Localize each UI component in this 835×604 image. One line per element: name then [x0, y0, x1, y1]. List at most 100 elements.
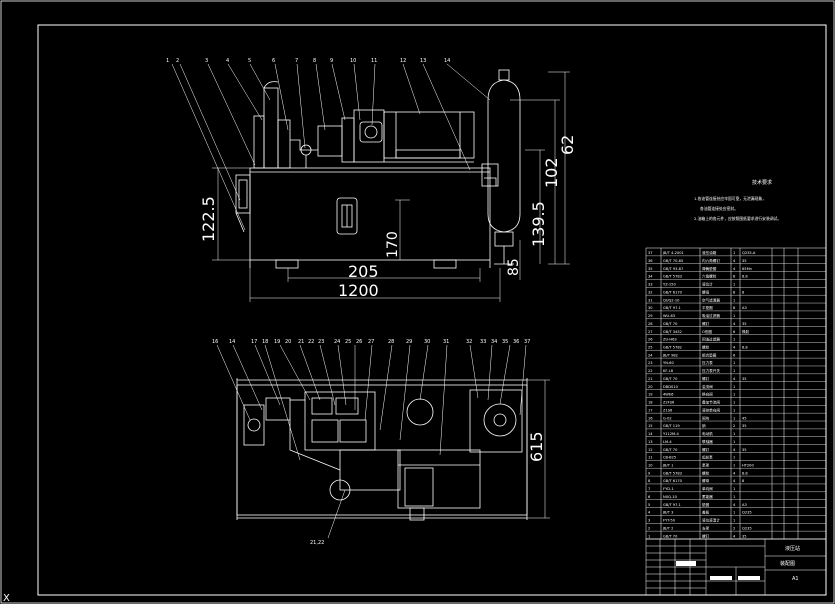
balloon-t21: 21: [298, 339, 304, 345]
parts-cell-name: 溢流阀: [702, 384, 713, 389]
motor: [383, 111, 475, 159]
top-view: [236, 378, 528, 521]
parts-cell-no: 28: [648, 322, 653, 326]
balloon-bottom: 21,22: [310, 540, 324, 546]
balloon-t26: 26: [356, 339, 362, 345]
parts-cell-name: 齿轮泵: [702, 455, 713, 460]
parts-cell-code: YZ-150: [663, 283, 676, 287]
parts-cell-qty: 4: [733, 503, 736, 507]
parts-cell-no: 16: [648, 416, 653, 420]
parts-cell-no: 27: [648, 330, 653, 334]
parts-cell-name: 联轴器: [702, 439, 713, 444]
dim-62: 62: [558, 135, 577, 155]
dim-615: 615: [527, 431, 546, 462]
balloon-t29: 29: [406, 339, 412, 345]
dim-170: 170: [385, 231, 401, 258]
parts-cell-name: 螺栓: [702, 345, 710, 350]
balloon-t16: 16: [212, 339, 218, 345]
parts-cell-name: 螺母: [702, 289, 710, 294]
balloon-t30: 30: [424, 339, 430, 345]
parts-cell-name: 平垫圈: [702, 305, 713, 310]
parts-cell-qty: 1: [733, 283, 735, 287]
parts-cell-code: GB/T 5782: [663, 346, 682, 350]
parts-cell-code: NXQ-10: [663, 495, 678, 499]
parts-cell-mat: 35: [742, 448, 747, 452]
parts-cell-mat: 8.8: [742, 471, 748, 475]
parts-cell-mat: 35: [742, 424, 747, 428]
balloon-9: 9: [330, 58, 333, 64]
balloon-3: 3: [205, 58, 208, 64]
balloon-t20: 20: [285, 339, 291, 345]
parts-cell-qty: 4: [733, 322, 736, 326]
parts-cell-code: GB/T 97.1: [663, 306, 681, 310]
coupling-box: [359, 121, 383, 143]
parts-cell-name: 螺钉: [702, 376, 710, 381]
parts-cell-qty: 1: [733, 440, 735, 444]
parts-cell-name: 液位液温计: [702, 518, 720, 523]
balloon-t28: 28: [388, 339, 394, 345]
parts-cell-no: 8: [648, 479, 651, 483]
dim-139-5: 139.5: [529, 201, 548, 247]
parts-cell-code: JB/T 3: [662, 511, 673, 515]
parts-cell-code: Z2FS6: [663, 401, 675, 405]
balloon-11: 11: [371, 58, 377, 64]
parts-cell-name: 电动机: [702, 431, 713, 436]
accumulator: [487, 79, 521, 233]
parts-cell-no: 12: [648, 448, 653, 452]
parts-cell-no: 4: [648, 511, 651, 515]
parts-cell-no: 23: [648, 361, 653, 365]
balloon-2: 2: [176, 58, 179, 64]
parts-cell-mat: 35: [742, 534, 747, 538]
parts-cell-code: ZU-H63: [663, 338, 677, 342]
parts-cell-code: DBDS10: [663, 385, 679, 389]
parts-cell-code: G-02: [663, 416, 672, 420]
parts-cell-qty: 1: [733, 361, 735, 365]
balloon-t33: 33: [480, 339, 486, 345]
balloon-6: 6: [272, 58, 275, 64]
parts-cell-no: 33: [648, 283, 653, 287]
parts-cell-qty: 1: [733, 416, 735, 420]
dim-102: 102: [542, 157, 561, 188]
front-view: [235, 69, 521, 269]
pump-block: [317, 125, 343, 157]
parts-cell-name: 阀块: [702, 415, 710, 420]
notes-line-2: 各油管连接处应密封。: [700, 206, 738, 211]
parts-cell-qty: 8: [733, 275, 736, 279]
balloon-t31: 31: [443, 339, 449, 345]
parts-cell-qty: 1: [733, 393, 735, 397]
parts-cell-no: 10: [648, 463, 653, 467]
parts-cell-qty: 8: [733, 290, 736, 294]
parts-cell-code: FYT-50: [663, 519, 676, 523]
top-view-dimensions: [527, 379, 550, 519]
sight-glass: [336, 197, 358, 235]
parts-cell-mat: 35: [742, 322, 747, 326]
parts-cell-no: 7: [648, 487, 650, 491]
balloon-13: 13: [420, 58, 426, 64]
parts-cell-name: 回油过滤器: [702, 337, 720, 342]
title-sub-name: 装配图: [780, 560, 795, 567]
parts-cell-qty: 1: [733, 495, 735, 499]
parts-cell-name: 螺母: [702, 478, 710, 483]
parts-cell-qty: 8: [733, 306, 736, 310]
balloon-t36: 36: [513, 339, 519, 345]
parts-cell-name: 弹簧垫圈: [702, 266, 717, 271]
balloon-t19: 19: [274, 339, 280, 345]
top-sight-cap: [406, 398, 434, 426]
parts-cell-qty: 1: [733, 298, 735, 302]
dim-1200: 1200: [338, 281, 379, 300]
parts-cell-qty: 2: [733, 424, 735, 428]
parts-cell-code: GB/T 5783: [663, 275, 682, 279]
parts-cell-no: 15: [648, 424, 653, 428]
parts-cell-name: 蓄能器: [702, 494, 713, 499]
parts-cell-code: 4WE6: [663, 393, 674, 397]
balloon-8: 8: [313, 58, 316, 64]
parts-cell-no: 18: [648, 401, 653, 405]
parts-cell-mat: A3: [742, 306, 747, 310]
parts-cell-no: 9: [648, 471, 651, 475]
parts-cell-no: 1: [648, 534, 650, 538]
parts-cell-qty: 1: [733, 369, 735, 373]
parts-cell-name: 螺栓: [702, 470, 710, 475]
parts-cell-qty: 4: [733, 448, 736, 452]
parts-cell-mat: 8: [742, 290, 745, 294]
balloon-12: 12: [400, 58, 406, 64]
